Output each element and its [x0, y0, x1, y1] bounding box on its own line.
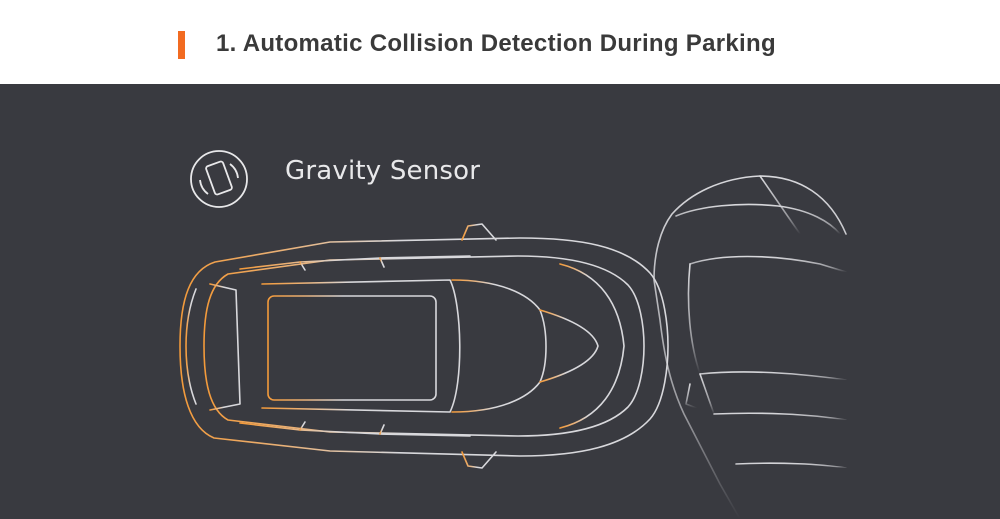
page-title: 1. Automatic Collision Detection During …	[216, 30, 776, 57]
collision-illustration	[179, 150, 847, 519]
illustration-panel: Gravity Sensor	[0, 84, 1000, 519]
phone-rotate-icon	[190, 150, 248, 208]
header: 1. Automatic Collision Detection During …	[0, 0, 1000, 84]
other-car	[653, 175, 847, 519]
parked-car	[179, 223, 669, 469]
sensor-label: Gravity Sensor	[285, 156, 481, 186]
accent-bar	[178, 31, 185, 59]
